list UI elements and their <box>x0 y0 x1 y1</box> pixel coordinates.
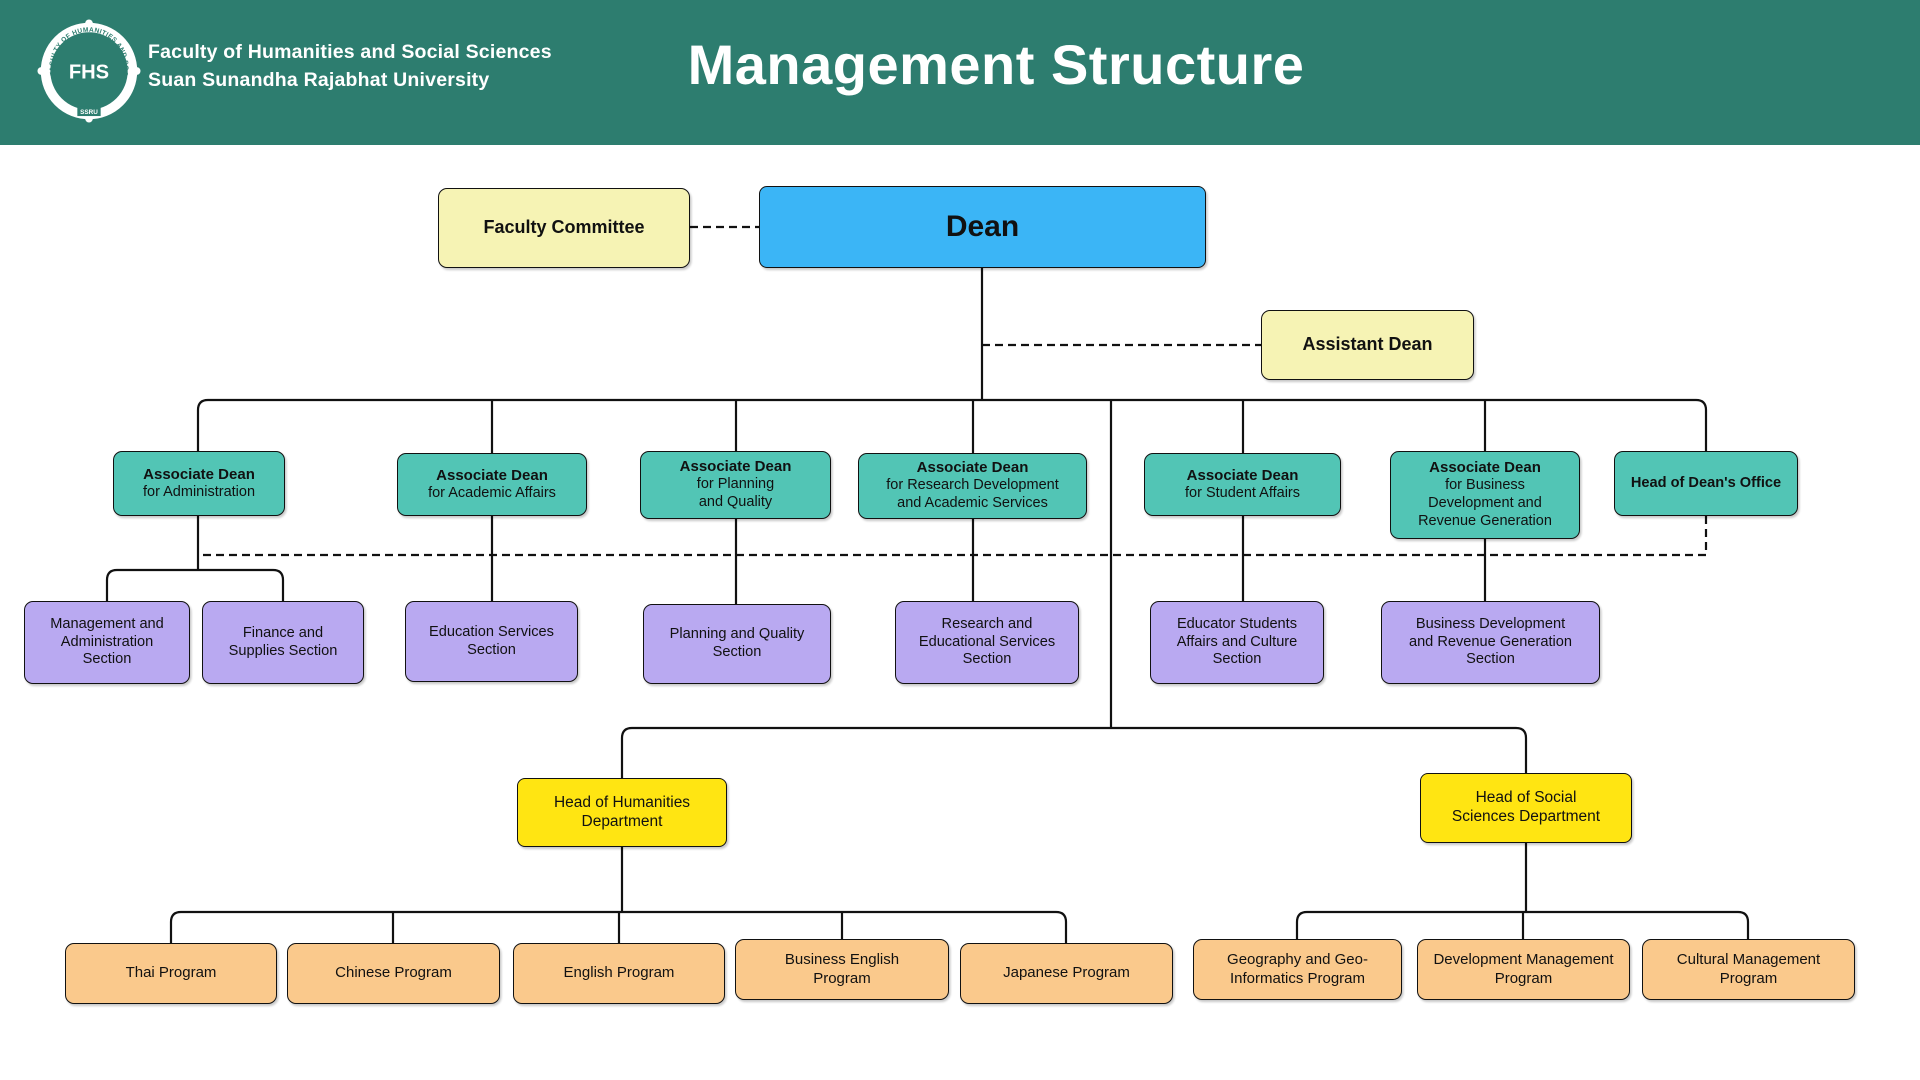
node-head-humanities-department: Head of Humanities Department <box>517 778 727 847</box>
node-label: Head of Social Sciences Department <box>1451 789 1601 825</box>
fhs-logo-icon: FACULTY OF HUMANITIES AND SOCIAL SCIENCE… <box>36 18 141 123</box>
node-subtitle: for Student Affairs <box>1185 484 1300 501</box>
node-label: Education Services Section <box>429 623 554 658</box>
node-label: Business Development and Revenue Generat… <box>1408 615 1573 668</box>
node-label: Japanese Program <box>1003 964 1130 982</box>
node-dean: Dean <box>759 186 1206 268</box>
node-subtitle: for Business Development and Revenue Gen… <box>1418 477 1552 529</box>
node-business-development-revenue-section: Business Development and Revenue Generat… <box>1381 601 1600 684</box>
node-head-of-deans-office: Head of Dean's Office <box>1614 451 1798 516</box>
node-label: Business English Program <box>784 951 900 987</box>
logo-abbr: FHS <box>69 61 109 83</box>
node-chinese-program: Chinese Program <box>287 943 500 1004</box>
node-label: English Program <box>563 964 675 982</box>
node-associate-dean-student-affairs: Associate Dean for Student Affairs <box>1144 453 1341 516</box>
node-subtitle: for Academic Affairs <box>428 484 556 501</box>
node-label: Dean <box>945 210 1020 243</box>
node-title: Associate Dean <box>916 459 1029 477</box>
org-name-line2: Suan Sunandha Rajabhat University <box>148 69 490 92</box>
node-educator-students-affairs-culture-section: Educator Students Affairs and Culture Se… <box>1150 601 1324 684</box>
logo-sub: SSRU <box>80 109 98 116</box>
org-name: Faculty of Humanities and Social Science… <box>148 38 552 95</box>
page-title: Management Structure <box>687 33 1305 96</box>
node-head-social-sciences-department: Head of Social Sciences Department <box>1420 773 1632 843</box>
node-label: Faculty Committee <box>483 217 645 238</box>
node-label: Management and Administration Section <box>50 615 164 668</box>
node-associate-dean-research-academic-services: Associate Dean for Research Development … <box>858 453 1087 519</box>
node-geography-geo-informatics-program: Geography and Geo- Informatics Program <box>1193 939 1402 1000</box>
node-management-administration-section: Management and Administration Section <box>24 601 190 684</box>
node-label: Head of Dean's Office <box>1630 474 1782 491</box>
node-title: Associate Dean <box>436 466 548 484</box>
node-research-educational-services-section: Research and Educational Services Sectio… <box>895 601 1079 684</box>
node-label: Assistant Dean <box>1302 334 1433 355</box>
node-cultural-management-program: Cultural Management Program <box>1642 939 1855 1000</box>
node-title: Associate Dean <box>1429 459 1541 477</box>
node-associate-dean-planning-quality: Associate Dean for Planning and Quality <box>640 451 831 519</box>
node-faculty-committee: Faculty Committee <box>438 188 690 268</box>
node-label: Planning and Quality Section <box>669 626 805 660</box>
node-label: Research and Educational Services Sectio… <box>918 615 1056 668</box>
node-assistant-dean: Assistant Dean <box>1261 310 1474 380</box>
node-japanese-program: Japanese Program <box>960 943 1173 1004</box>
node-english-program: English Program <box>513 943 725 1004</box>
node-business-english-program: Business English Program <box>735 939 949 1000</box>
node-education-services-section: Education Services Section <box>405 601 578 682</box>
node-associate-dean-academic-affairs: Associate Dean for Academic Affairs <box>397 453 587 516</box>
node-title: Associate Dean <box>679 458 792 476</box>
node-label: Geography and Geo- Informatics Program <box>1227 951 1368 987</box>
header-bar: FACULTY OF HUMANITIES AND SOCIAL SCIENCE… <box>0 0 1920 145</box>
node-subtitle: for Planning and Quality <box>696 476 775 510</box>
node-title: Associate Dean <box>143 465 255 483</box>
node-label: Finance and Supplies Section <box>228 624 338 659</box>
node-label: Thai Program <box>125 964 217 982</box>
node-planning-quality-section: Planning and Quality Section <box>643 604 831 684</box>
node-label: Head of Humanities Department <box>553 793 691 830</box>
node-label: Chinese Program <box>335 964 452 982</box>
node-label: Cultural Management Program <box>1676 951 1821 987</box>
node-title: Associate Dean <box>1186 466 1299 484</box>
node-subtitle: for Administration <box>142 483 256 500</box>
node-subtitle: for Research Development and Academic Se… <box>886 477 1059 511</box>
node-label: Educator Students Affairs and Culture Se… <box>1176 615 1298 668</box>
node-associate-dean-business-development: Associate Dean for Business Development … <box>1390 451 1580 539</box>
node-associate-dean-administration: Associate Dean for Administration <box>113 451 285 516</box>
node-label: Development Management Program <box>1433 951 1614 987</box>
node-thai-program: Thai Program <box>65 943 277 1004</box>
node-development-management-program: Development Management Program <box>1417 939 1630 1000</box>
org-name-line1: Faculty of Humanities and Social Science… <box>148 41 552 63</box>
node-finance-supplies-section: Finance and Supplies Section <box>202 601 364 684</box>
